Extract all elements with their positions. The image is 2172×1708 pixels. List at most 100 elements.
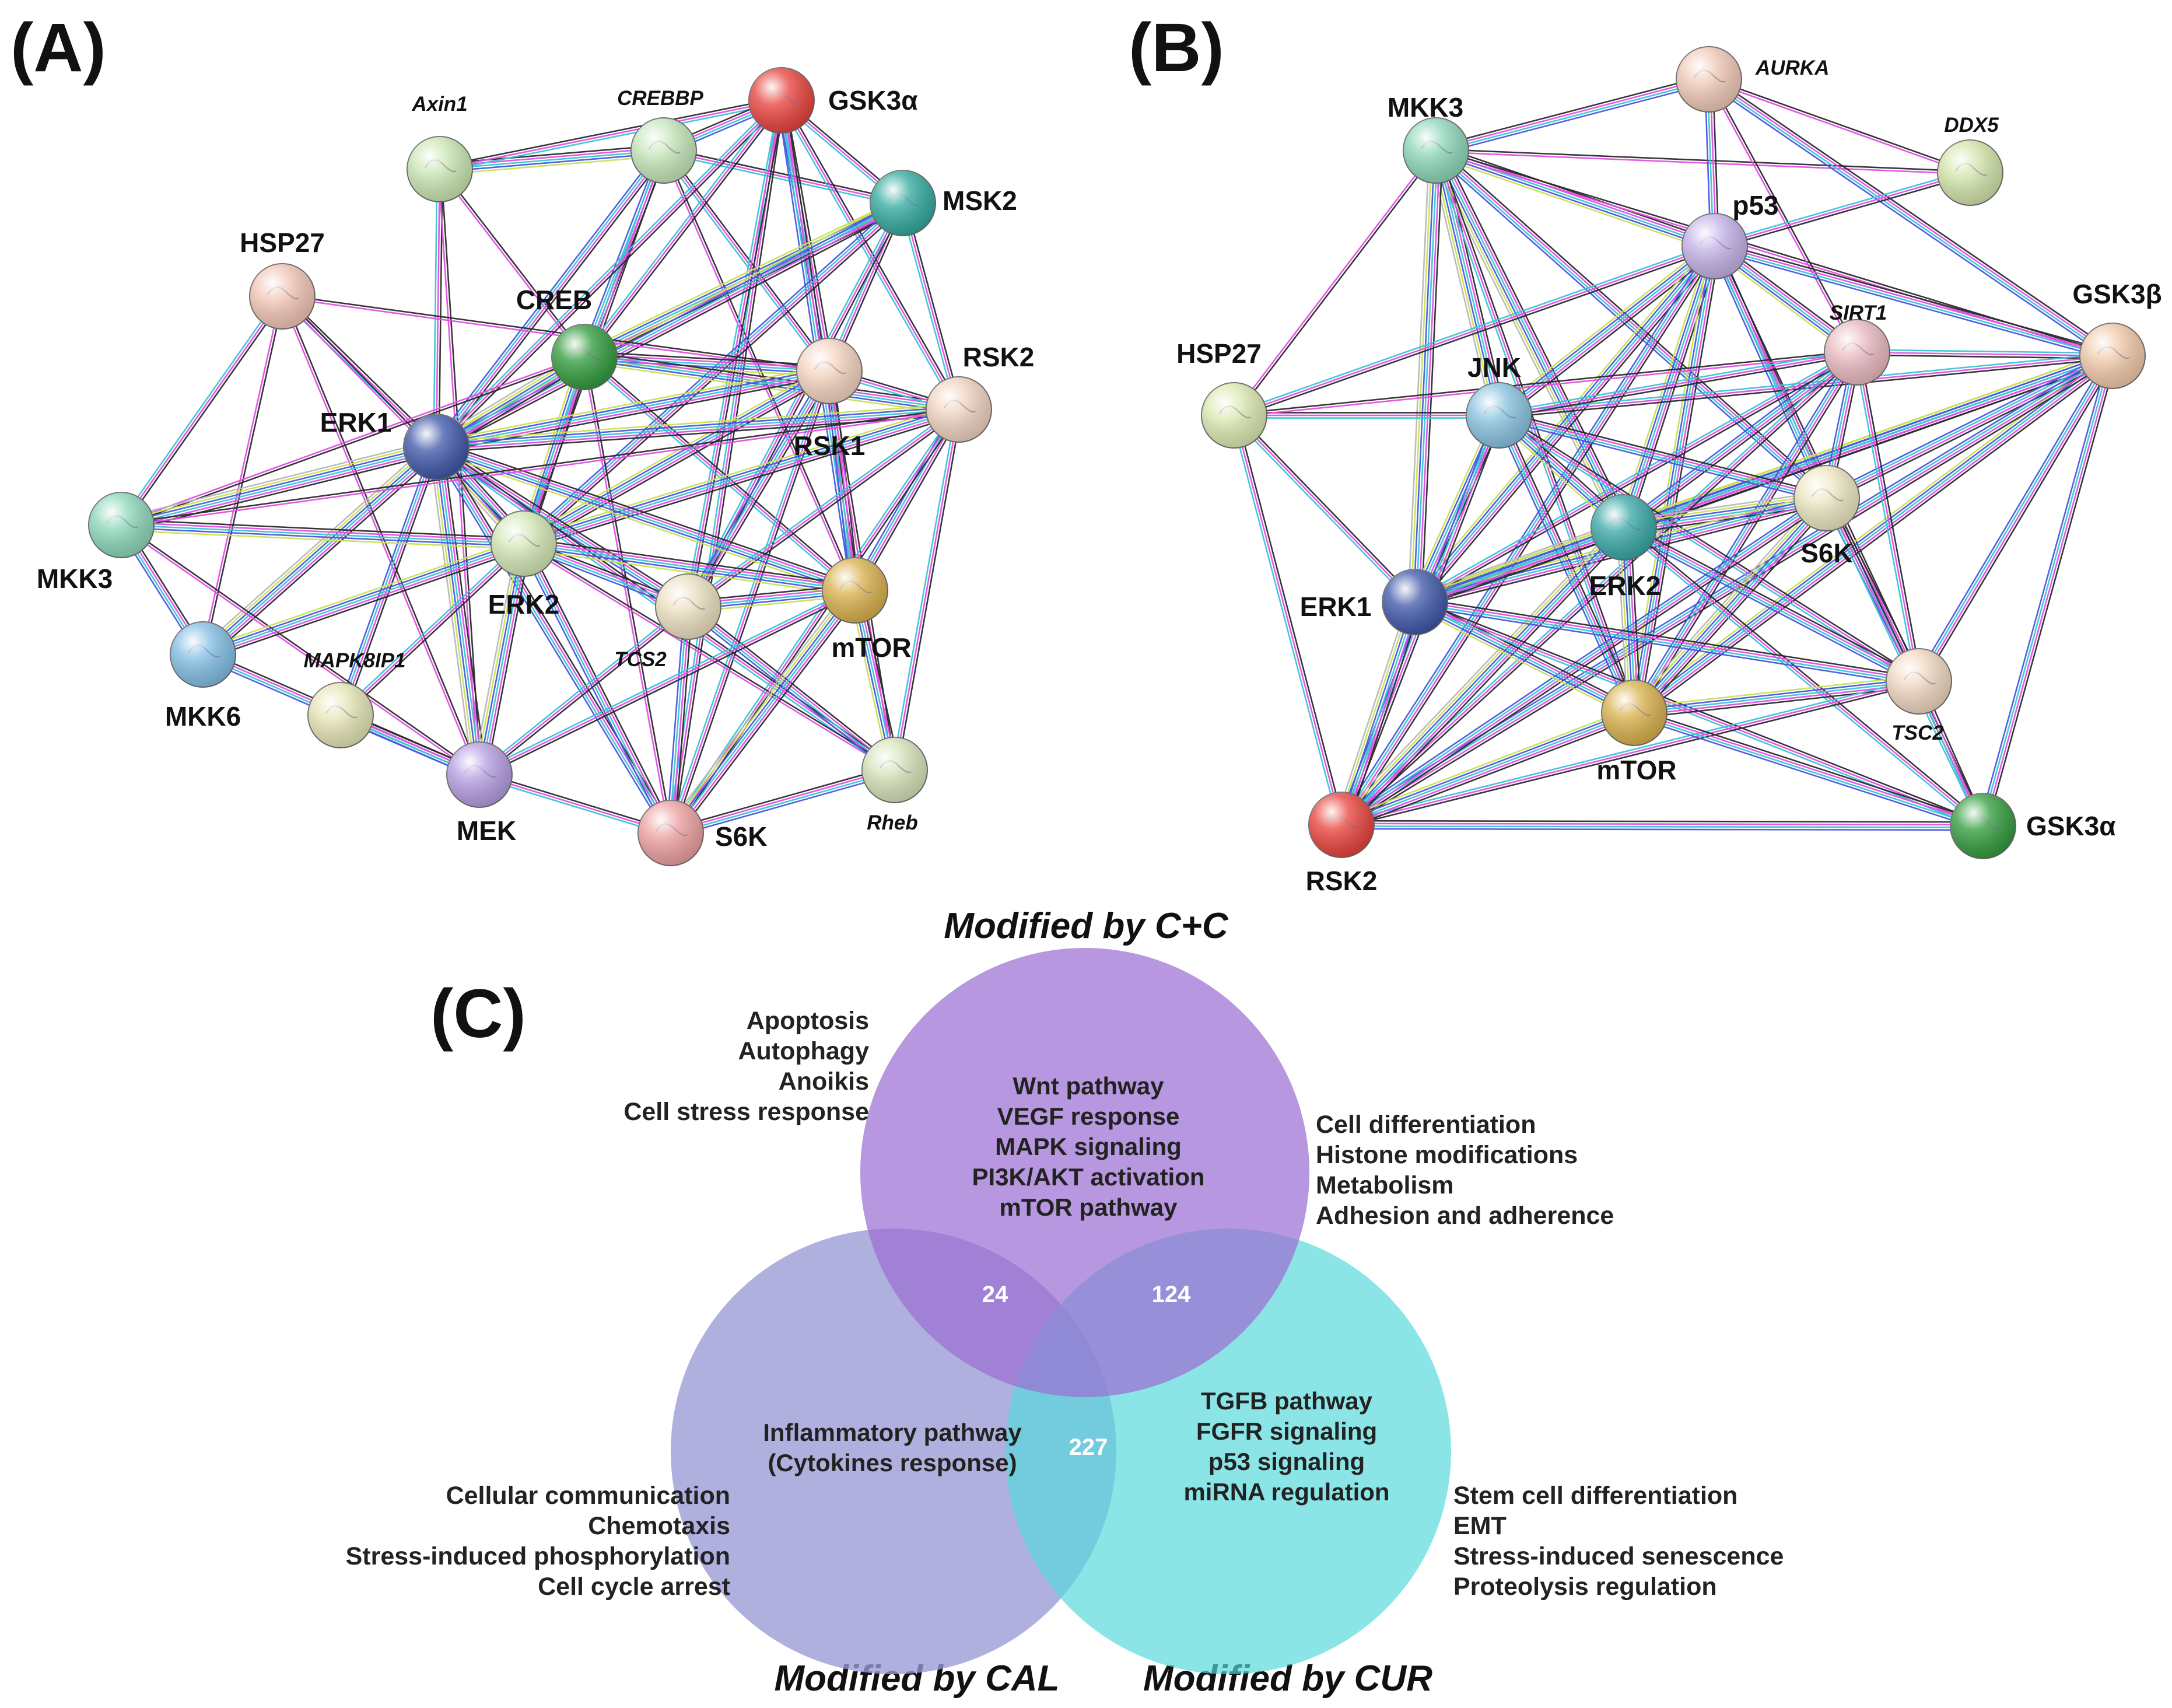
venn-text-line: TGFB pathway: [1201, 1387, 1373, 1415]
edge-mkk3-mek: [120, 523, 481, 776]
node-mtor[interactable]: mTOR: [1596, 680, 1677, 785]
node-ddx5[interactable]: DDX5: [1937, 114, 2003, 206]
venn-text-line: mTOR pathway: [1000, 1194, 1178, 1221]
node-highlight: [631, 118, 696, 183]
node-label: HSP27: [240, 228, 325, 258]
node-rsk1[interactable]: RSK1: [794, 338, 866, 461]
edge-mkk3-hsp27: [1232, 149, 1438, 417]
node-sirt1[interactable]: SIRT1: [1824, 302, 1890, 386]
node-tsc2[interactable]: TSC2: [1886, 648, 1952, 744]
edge-gsk3b-tsc2: [1914, 353, 2117, 684]
node-gsk3b[interactable]: GSK3β: [2072, 279, 2162, 389]
node-mapk8ip1[interactable]: MAPK8IP1: [303, 649, 406, 748]
node-s6k[interactable]: S6K: [1793, 465, 1860, 568]
edge-gsk3a-creb: [581, 98, 784, 359]
node-label: CREB: [516, 285, 592, 315]
edge-creb-mtor: [582, 354, 857, 593]
node-rsk2[interactable]: RSK2: [1306, 792, 1378, 896]
node-hsp27[interactable]: HSP27: [1176, 338, 1267, 449]
node-highlight: [1382, 569, 1448, 635]
node-highlight: [926, 377, 992, 442]
node-msk2[interactable]: MSK2: [870, 170, 1017, 236]
node-highlight: [552, 324, 617, 390]
edge-p53-jnk: [1495, 241, 1719, 421]
edge-axin1-crebbp: [439, 144, 664, 176]
node-highlight: [1950, 793, 2016, 859]
node-gsk3a[interactable]: GSK3α: [1950, 793, 2116, 859]
node-label: Axin1: [411, 93, 467, 116]
node-axin1[interactable]: Axin1: [407, 93, 473, 202]
node-erk1[interactable]: ERK1: [1300, 569, 1448, 635]
edge-mtor-s6k: [664, 586, 861, 838]
node-hsp27[interactable]: HSP27: [240, 228, 325, 330]
node-gsk3a[interactable]: GSK3α: [748, 67, 918, 134]
edge-erk2-mkk6: [201, 538, 526, 660]
node-mkk3[interactable]: MKK3: [37, 492, 155, 594]
node-highlight: [1466, 383, 1532, 448]
node-label: GSK3α: [828, 85, 918, 116]
node-label: SIRT1: [1830, 302, 1887, 324]
node-crebbp[interactable]: CREBBP: [617, 87, 704, 184]
node-erk1[interactable]: ERK1: [320, 407, 470, 480]
node-label: MKK3: [1388, 92, 1463, 123]
node-mtor[interactable]: mTOR: [822, 557, 912, 663]
edge-p53-gsk3b: [1713, 242, 2114, 360]
edge-mkk3-rsk2: [121, 407, 959, 527]
edge-ddx5-p53: [1714, 169, 1971, 250]
edge-mtor-gsk3a: [1632, 708, 1985, 831]
node-label: AURKA: [1755, 57, 1829, 79]
node-highlight: [1403, 118, 1469, 183]
node-highlight: [1682, 214, 1747, 279]
venn-text-line: EMT: [1453, 1512, 1507, 1540]
edge-tcs2-s6k: [665, 606, 693, 834]
node-s6k[interactable]: S6K: [637, 800, 767, 866]
node-highlight: [491, 511, 556, 576]
edge-axin1-gsk3a: [439, 97, 783, 173]
node-aurka[interactable]: AURKA: [1676, 46, 1829, 113]
venn-cur-right-list: Stem cell differentiationEMTStress-induc…: [1453, 1482, 1784, 1601]
edge-mkk3-mtor: [1432, 149, 1638, 714]
node-highlight: [1676, 47, 1742, 112]
edge-mtor-rsk2: [1339, 707, 1637, 831]
node-highlight: [404, 414, 469, 480]
node-mkk6[interactable]: MKK6: [165, 621, 241, 732]
node-mek[interactable]: MEK: [446, 741, 516, 846]
venn-text-line: Histone modifications: [1316, 1141, 1578, 1169]
node-label: MKK3: [37, 564, 113, 594]
node-jnk[interactable]: JNK: [1466, 352, 1532, 449]
node-label: S6K: [1800, 538, 1852, 568]
panel-c-label: (C): [430, 975, 526, 1052]
edge-rsk2-erk2: [521, 403, 961, 550]
node-label: JNK: [1467, 352, 1521, 383]
node-rheb[interactable]: Rheb: [861, 737, 928, 834]
edge-erk2-tsc2: [1621, 523, 1921, 686]
node-label: MEK: [457, 816, 516, 846]
node-highlight: [862, 737, 927, 803]
node-highlight: [89, 492, 154, 558]
node-erk2[interactable]: ERK2: [488, 510, 560, 620]
venn-count-cc-cal: 24: [982, 1282, 1008, 1307]
venn-text-line: Cell cycle arrest: [538, 1573, 730, 1601]
edge-rsk2-gsk3a: [1341, 820, 1984, 831]
node-tcs2[interactable]: TCS2: [614, 573, 721, 671]
edge-s6k-rheb: [669, 765, 896, 838]
node-highlight: [250, 264, 315, 329]
node-label: ERK1: [1300, 592, 1372, 622]
node-p53[interactable]: p53: [1681, 190, 1779, 279]
node-highlight: [797, 338, 862, 404]
venn-panel-c: (C) Modified by C+C Modified by CAL Modi…: [346, 906, 1784, 1699]
node-erk2[interactable]: ERK2: [1589, 494, 1661, 601]
venn-text-line: p53 signaling: [1208, 1448, 1365, 1475]
node-highlight: [1938, 140, 2003, 205]
venn-text-line: Metabolism: [1316, 1171, 1454, 1199]
edge-mkk3-erk2: [121, 519, 524, 550]
edge-crebbp-msk2: [663, 147, 904, 206]
node-rsk2[interactable]: RSK2: [926, 342, 1034, 443]
node-mkk3[interactable]: MKK3: [1388, 92, 1469, 184]
edge-mtor-mek: [478, 587, 857, 778]
node-creb[interactable]: CREB: [516, 285, 618, 390]
edge-tcs2-rheb: [685, 603, 898, 774]
